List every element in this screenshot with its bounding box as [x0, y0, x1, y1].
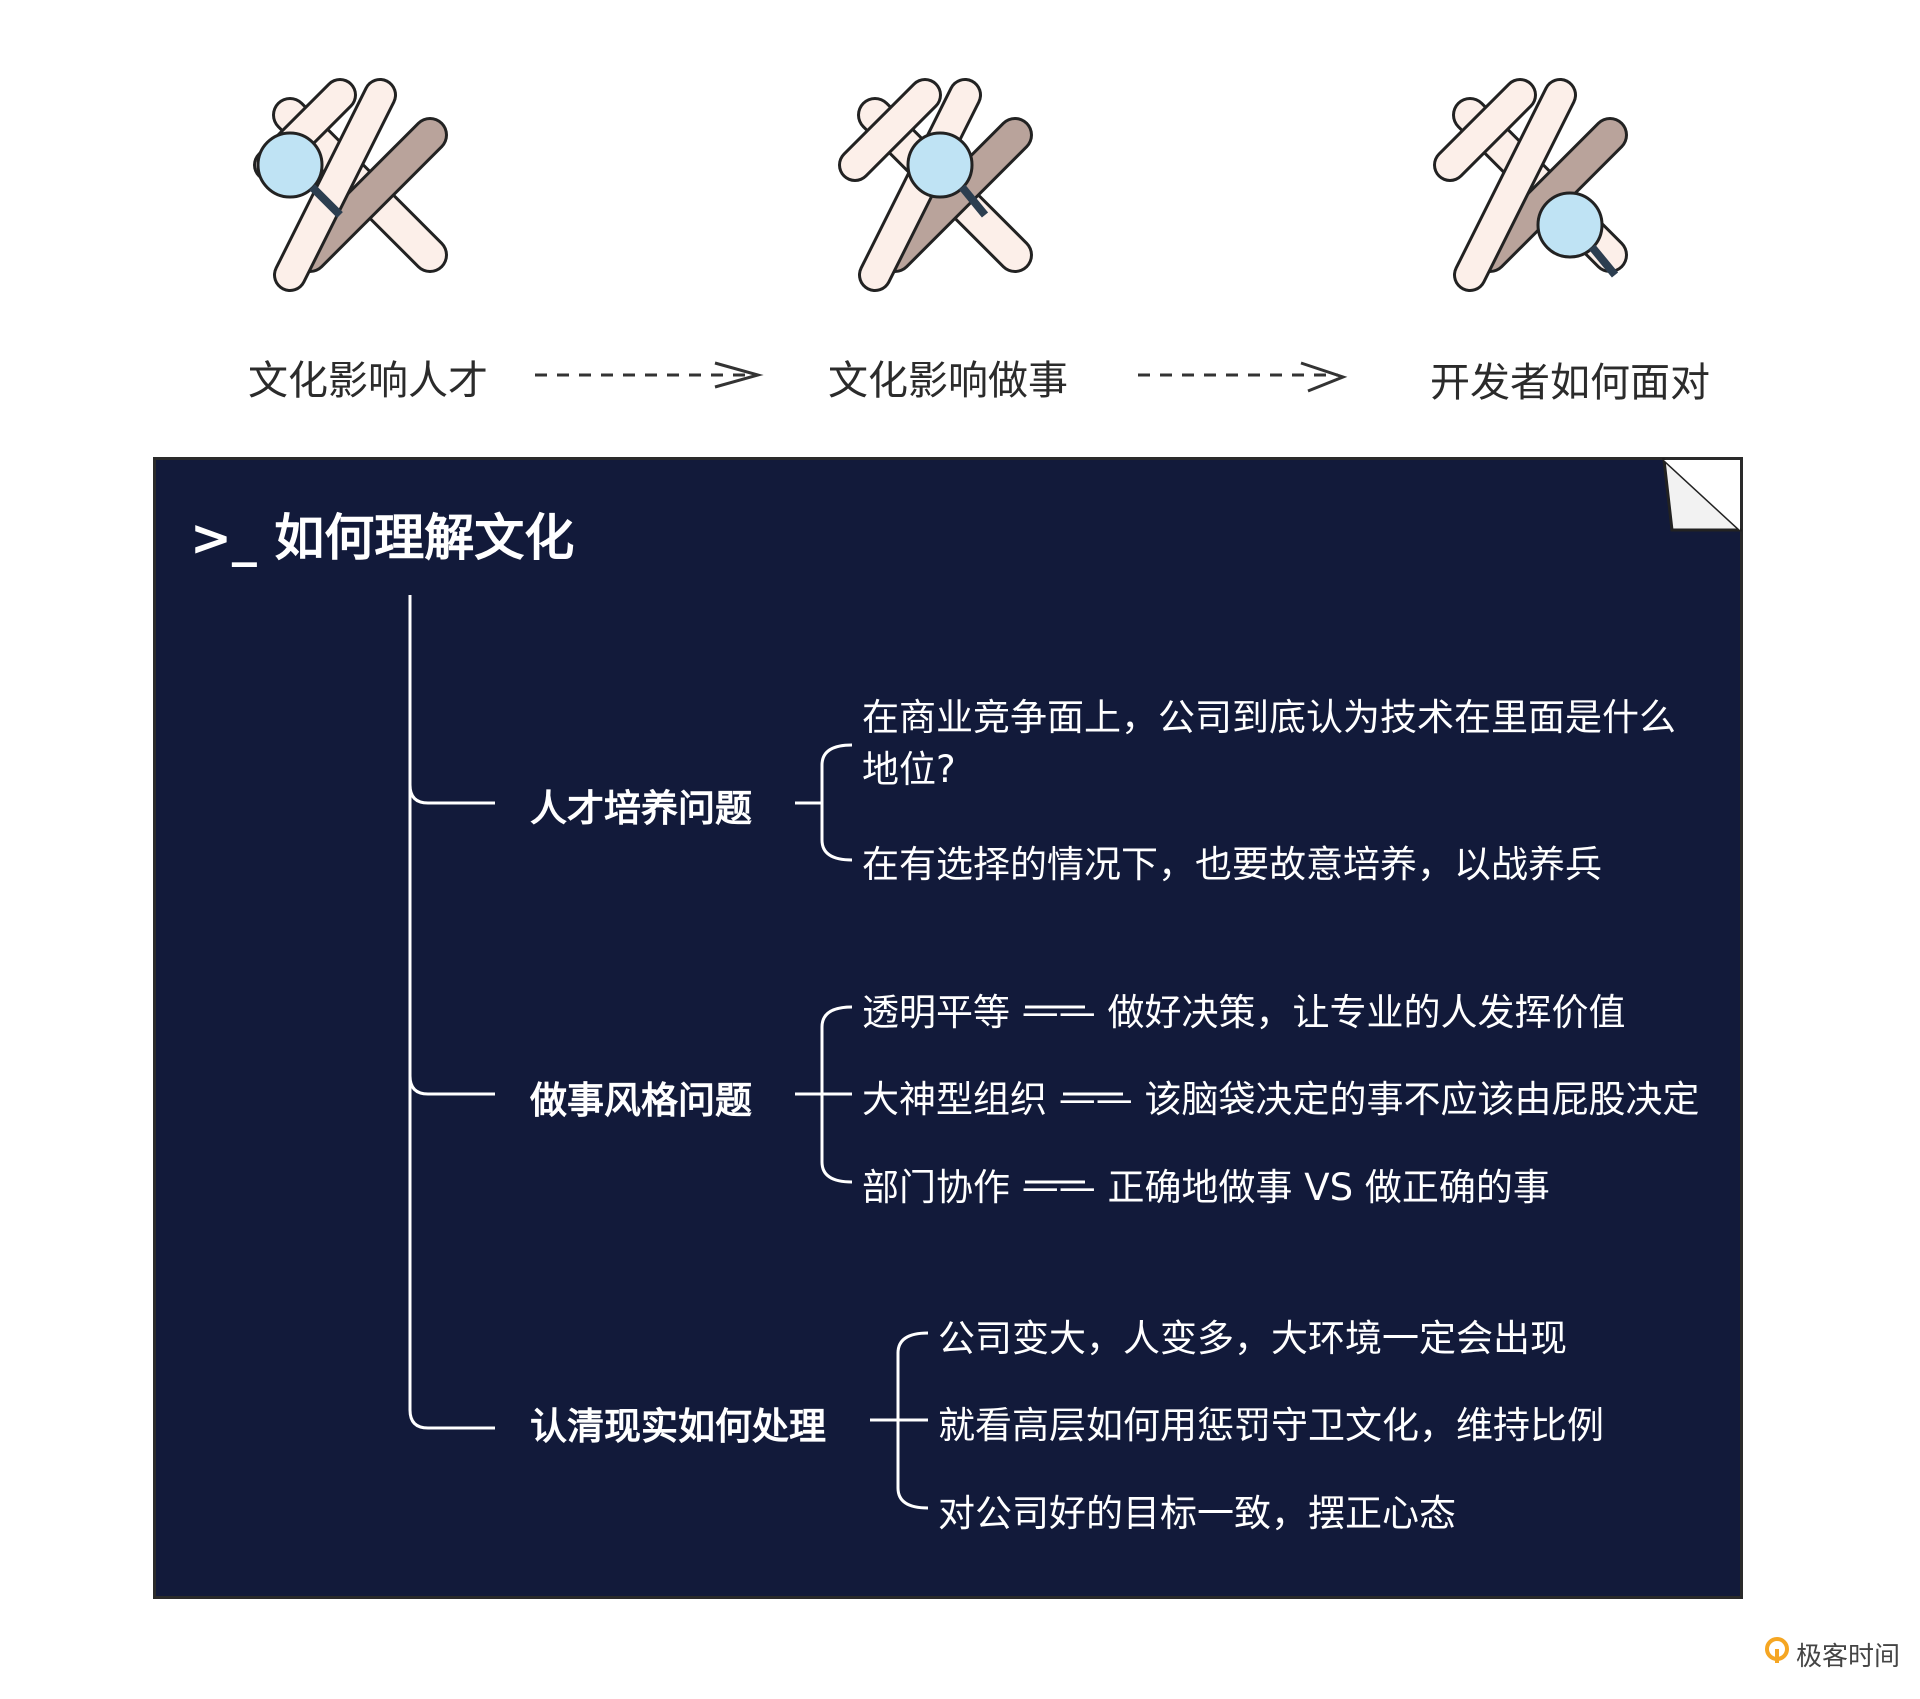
geektime-logo-icon [1765, 1637, 1789, 1663]
branch-work-style: 做事风格问题 [530, 1079, 752, 1122]
culture-work-icon [838, 78, 1033, 292]
leaf-work-3: 部门协作 —— 正确地做事 VS 做正确的事 [862, 1166, 1550, 1209]
branch-reality: 认清现实如何处理 [530, 1405, 826, 1448]
leaf-work-2: 大神型组织 —— 该脑袋决定的事不应该由屁股决定 [862, 1078, 1700, 1121]
flow-step-3: 开发者如何面对 [1430, 360, 1710, 406]
page-fold-corner [1662, 458, 1742, 532]
flow-step-1: 文化影响人才 [248, 358, 488, 404]
leaf-reality-1: 公司变大，人变多，大环境一定会出现 [938, 1317, 1567, 1360]
developer-response-icon [1433, 78, 1628, 292]
culture-talent-icon [253, 78, 448, 292]
leaf-talent-2: 在有选择的情况下，也要故意培养，以战养兵 [862, 843, 1602, 886]
leaf-reality-3: 对公司好的目标一致，摆正心态 [938, 1492, 1456, 1535]
leaf-reality-2: 就看高层如何用惩罚守卫文化，维持比例 [938, 1404, 1604, 1447]
dashed-arrow-2 [1138, 361, 1348, 393]
culture-panel [153, 457, 1743, 1599]
panel-title: >_ 如何理解文化 [190, 509, 575, 567]
leaf-work-1: 透明平等 —— 做好决策，让专业的人发挥价值 [862, 991, 1626, 1034]
flow-step-2: 文化影响做事 [828, 358, 1068, 404]
branch-talent: 人才培养问题 [530, 787, 752, 830]
leaf-talent-1: 在商业竞争面上，公司到底认为技术在里面是什么地位? [862, 696, 1676, 791]
dashed-arrow-1 [535, 361, 764, 389]
geektime-watermark: 极客时间 [1796, 1642, 1901, 1672]
